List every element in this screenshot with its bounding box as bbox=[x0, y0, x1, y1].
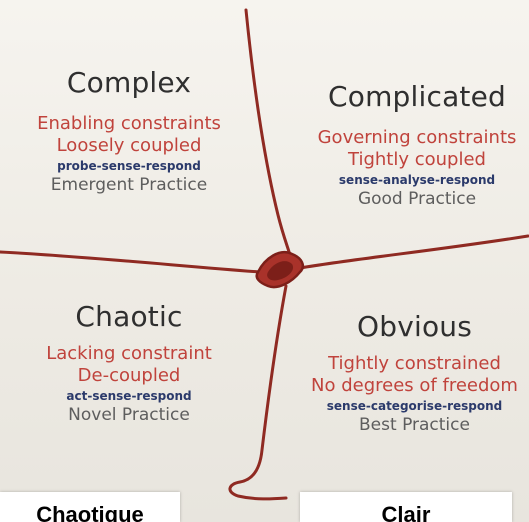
method-line: act-sense-respond bbox=[66, 388, 192, 403]
right-boundary-curve bbox=[298, 234, 529, 270]
practice-line: Good Practice bbox=[357, 188, 477, 209]
quadrant-title: Complex bbox=[66, 66, 192, 99]
top-boundary-curve bbox=[244, 8, 292, 257]
left-boundary-curve bbox=[0, 250, 262, 274]
practice-line: Best Practice bbox=[359, 414, 470, 435]
quadrant-complex: Complex Enabling constraints Loosely cou… bbox=[18, 66, 240, 197]
label-clair: Clair bbox=[300, 492, 512, 522]
label-chaotique: Chaotique bbox=[0, 492, 180, 522]
practice-line: Novel Practice bbox=[68, 404, 190, 425]
coupling-line: De-coupled bbox=[77, 365, 181, 387]
quadrant-title: Complicated bbox=[327, 80, 507, 113]
quadrant-chaotic: Chaotic Lacking constraint De-coupled ac… bbox=[18, 300, 240, 427]
quadrant-obvious: Obvious Tightly constrained No degrees o… bbox=[300, 310, 529, 437]
method-line: sense-categorise-respond bbox=[326, 398, 503, 413]
quadrant-title: Obvious bbox=[356, 310, 473, 343]
practice-line: Emergent Practice bbox=[50, 174, 208, 195]
constraint-line: Enabling constraints bbox=[37, 112, 221, 134]
coupling-line: Tightly coupled bbox=[348, 149, 486, 171]
constraint-line: Governing constraints bbox=[317, 126, 517, 148]
quadrant-complicated: Complicated Governing constraints Tightl… bbox=[310, 80, 524, 211]
quadrant-title: Chaotic bbox=[75, 300, 183, 333]
bottom-boundary-curve bbox=[228, 284, 288, 501]
method-line: probe-sense-respond bbox=[57, 158, 201, 173]
coupling-line: Loosely coupled bbox=[56, 135, 202, 157]
coupling-line: No degrees of freedom bbox=[311, 375, 518, 397]
disorder-core bbox=[267, 261, 294, 281]
constraint-line: Tightly constrained bbox=[328, 352, 501, 374]
constraint-line: Lacking constraint bbox=[46, 342, 212, 364]
method-line: sense-analyse-respond bbox=[338, 172, 496, 187]
